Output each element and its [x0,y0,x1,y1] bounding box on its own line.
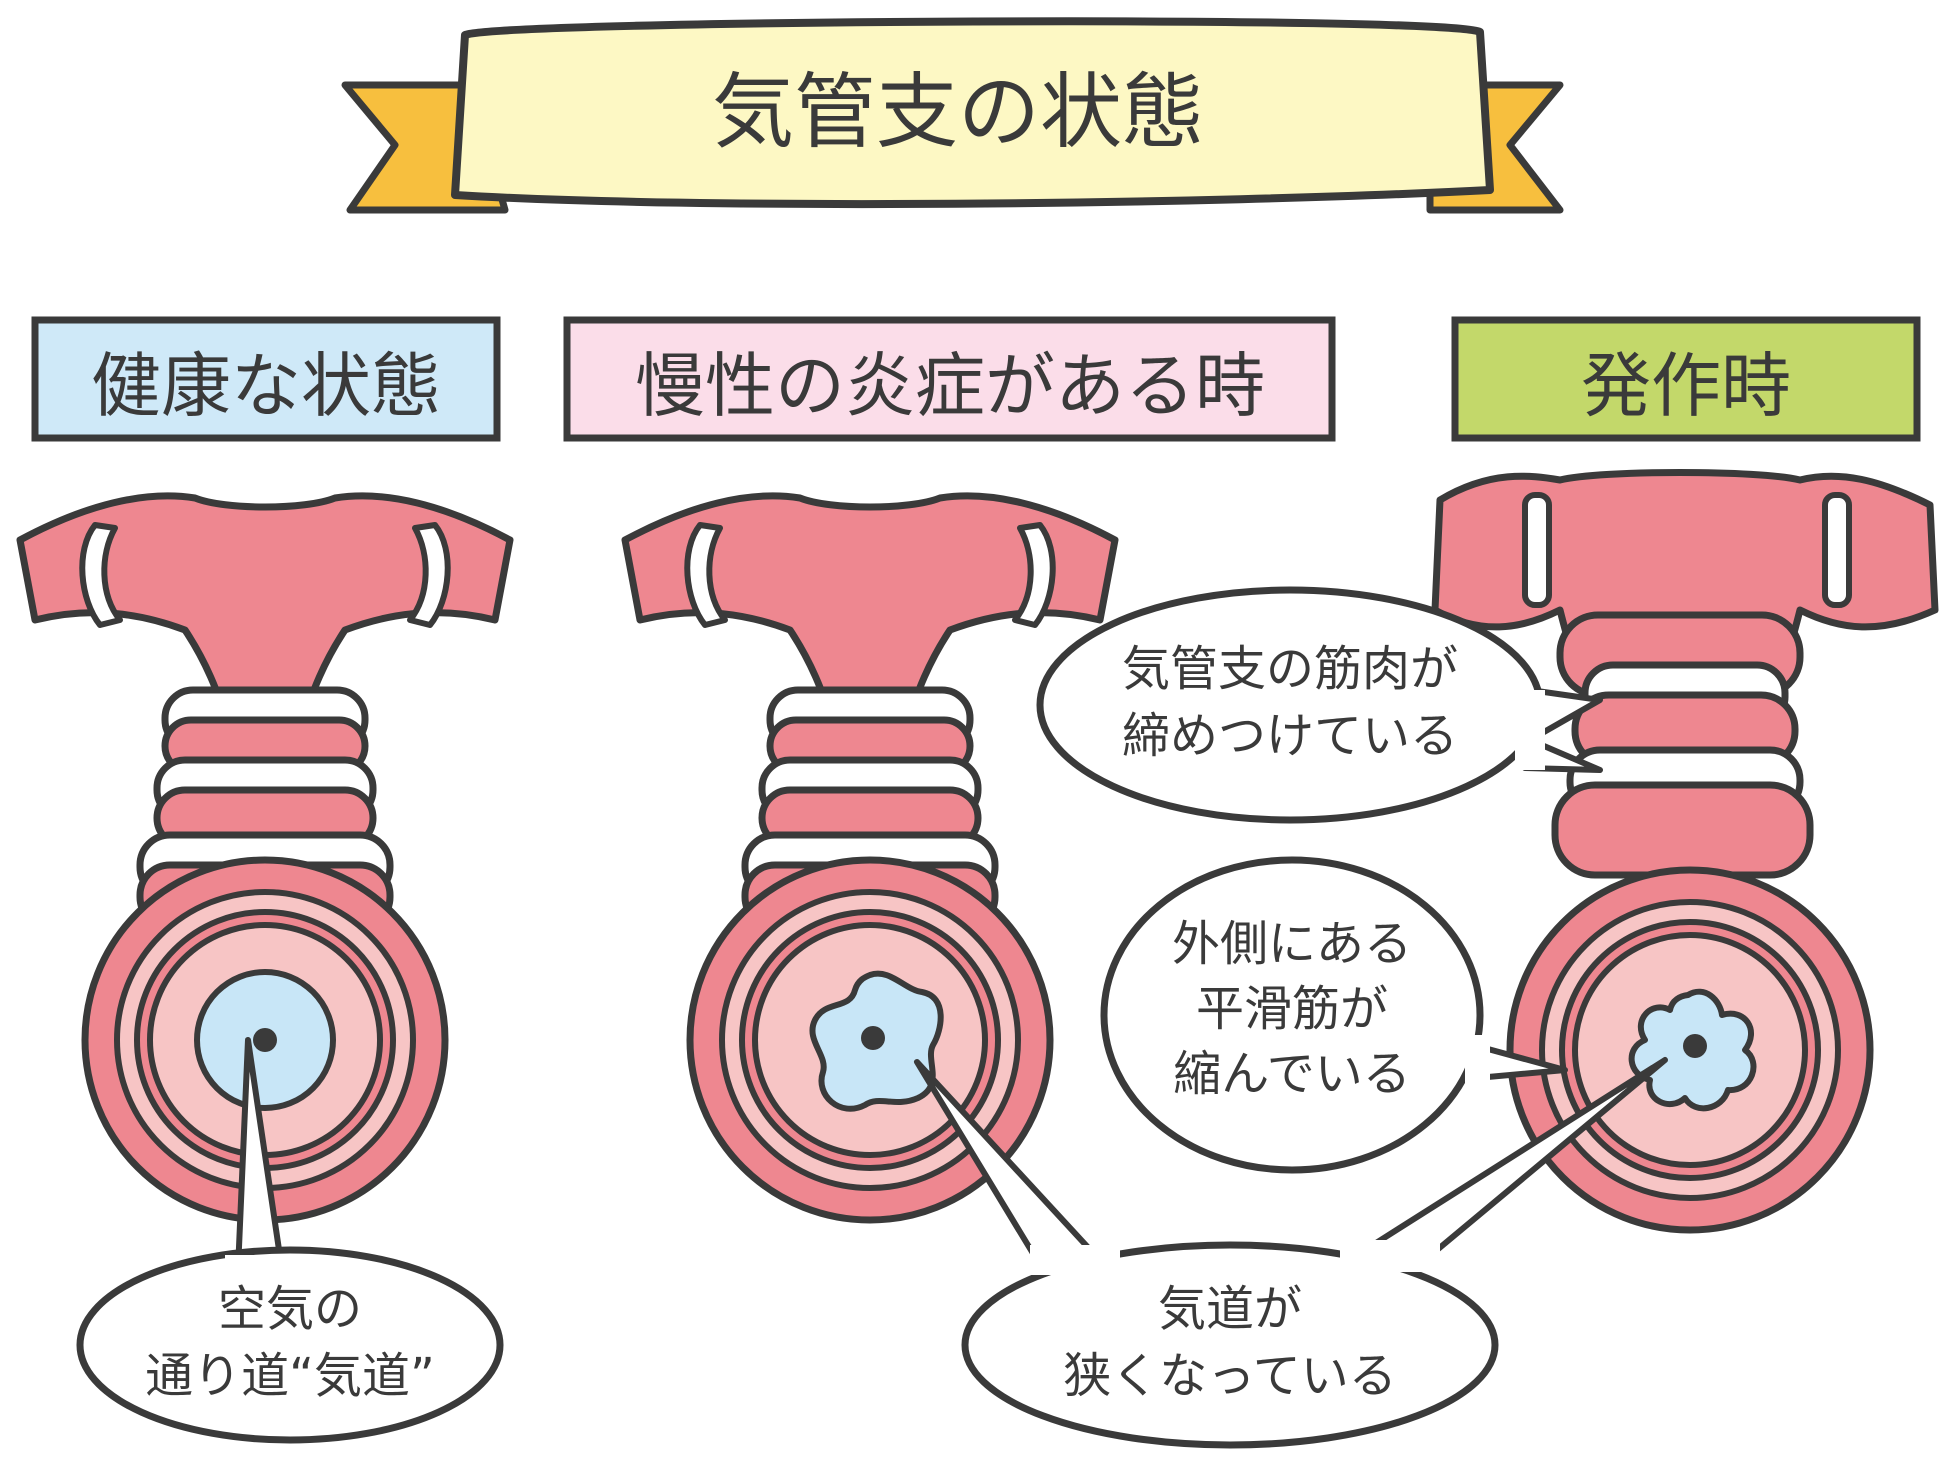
callout-smooth-line1: 外側にある [1172,916,1412,972]
callout-smooth-muscle: 外側にある 平滑筋が 縮んでいる [1100,856,1568,1174]
bronchus-healthy [20,496,510,1220]
panel-label-healthy: 健康な状態 [31,316,501,442]
callout-narrow-line1: 気道が [1158,1281,1302,1337]
panel-label-box [563,316,1336,442]
callout-muscle-line2: 締めつけている [1122,708,1458,764]
panel-label-box [1451,316,1921,442]
callout-muscle: 気管支の筋肉が 締めつけている [1036,586,1603,824]
callout-airway-line1: 空気の [218,1281,362,1337]
callout-narrow-line2: 狭くなっている [1063,1348,1397,1404]
title-banner: 気管支の状態 [341,17,1564,214]
callout-smooth-line2: 平滑筋が [1196,981,1388,1037]
callout-airway-line2: 通り道“気道” [145,1348,435,1404]
bronchus-attack [1431,469,1939,1231]
panel-label-text: 発作時 [1581,345,1791,427]
bronchus-chronic [625,496,1115,1220]
panel-label-text: 健康な状態 [91,345,441,427]
panel-label-chronic: 慢性の炎症がある時 [563,316,1336,442]
page-title: 気管支の状態 [712,65,1204,160]
callout-smooth-line3: 縮んでいる [1173,1046,1411,1102]
callout-airway: 空気の 通り道“気道” [76,1037,504,1444]
callout-muscle-line1: 気管支の筋肉が [1122,641,1458,697]
panel-label-attack: 発作時 [1451,316,1921,442]
callout-narrow: 気道が 狭くなっている [914,1057,1668,1449]
panel-label-text: 慢性の炎症がある時 [635,345,1265,427]
panel-label-box [31,316,501,442]
